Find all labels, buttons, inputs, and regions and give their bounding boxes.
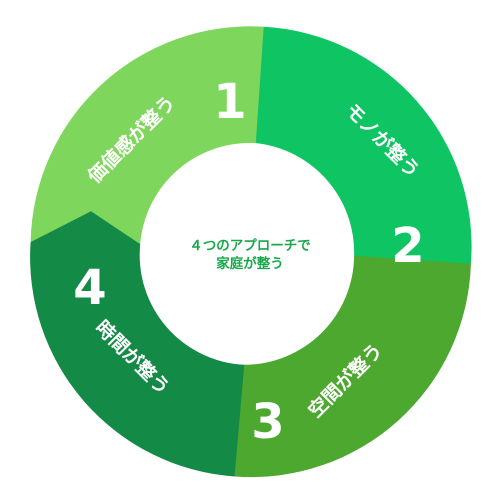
segment-2-things (255, 26, 472, 297)
center-title-line-2: 家庭が整う (216, 255, 284, 272)
segment-4-time (30, 211, 245, 477)
segment-1-number: 1 (213, 74, 246, 130)
segment-2-number: 2 (391, 218, 424, 274)
segment-1-values (30, 26, 297, 245)
segment-4-number: 4 (73, 260, 106, 316)
segment-3-space (207, 255, 471, 478)
center-title-line-1: ４つのアプローチで (189, 238, 311, 254)
segment-3-number: 3 (251, 394, 284, 450)
center-circle (150, 152, 350, 352)
